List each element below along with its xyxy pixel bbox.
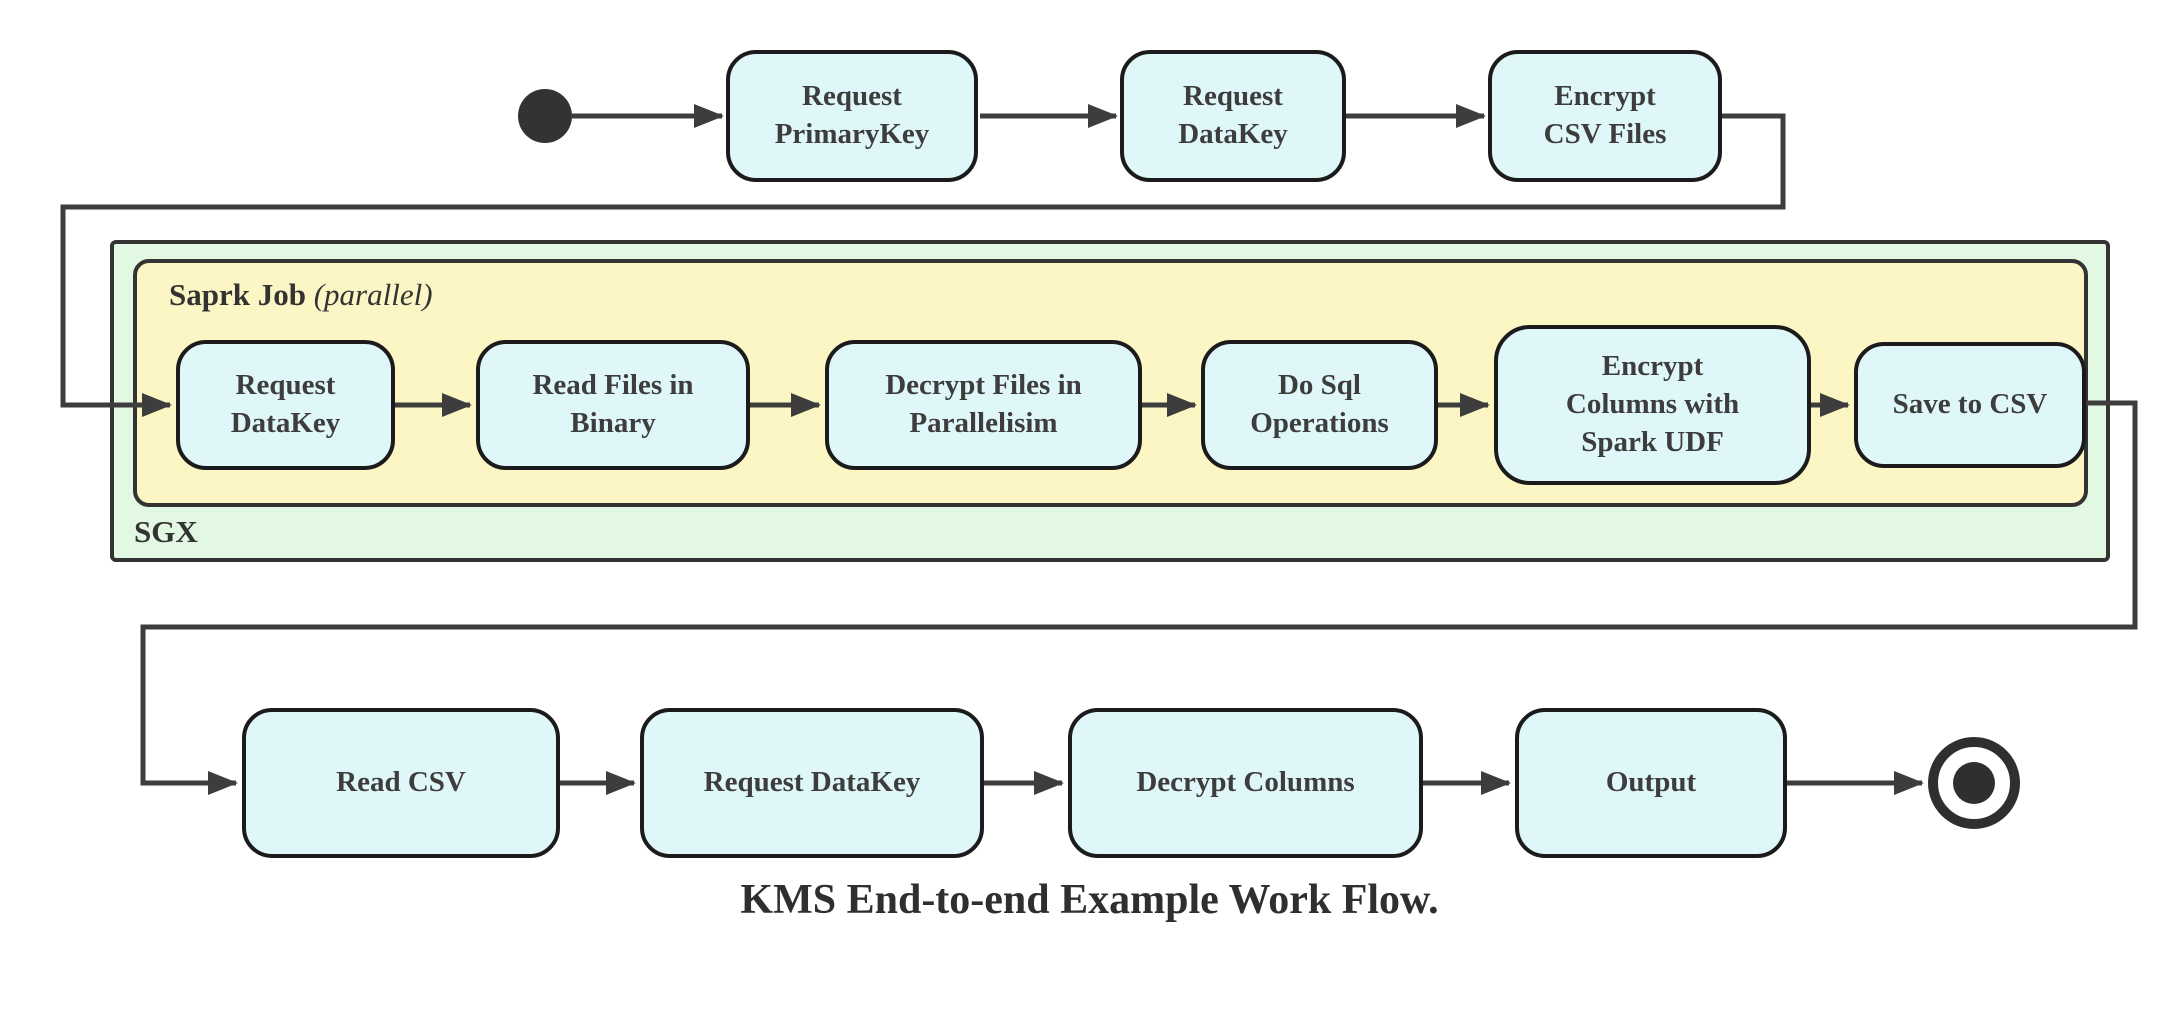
edge-encrypt-csv-to-spark-request-datakey	[60, 113, 1786, 417]
sgx-label: SGX	[134, 514, 198, 549]
node-request-primarykey: Request PrimaryKey	[726, 50, 978, 182]
edge-save-csv-to-read-csv	[140, 400, 2138, 795]
node-save-to-csv: Save to CSV	[1854, 342, 2086, 468]
spark-job-label-qualifier: (parallel)	[313, 277, 433, 312]
node-request-datakey-top: Request DataKey	[1120, 50, 1346, 182]
end-node-inner-dot	[1953, 762, 1995, 804]
node-encrypt-columns-with-spark-udf: Encrypt Columns with Spark UDF	[1494, 325, 1811, 485]
node-decrypt-columns: Decrypt Columns	[1068, 708, 1423, 858]
spark-job-label: Saprk Job (parallel)	[169, 277, 433, 313]
end-node-icon	[1928, 737, 2020, 829]
node-output: Output	[1515, 708, 1787, 858]
diagram-caption: KMS End-to-end Example Work Flow.	[740, 877, 1439, 923]
node-encrypt-csv-files: Encrypt CSV Files	[1488, 50, 1722, 182]
node-do-sql-operations: Do Sql Operations	[1201, 340, 1438, 470]
start-node-icon	[518, 89, 572, 143]
node-decrypt-files-in-parallelisim: Decrypt Files in Parallelisim	[825, 340, 1142, 470]
node-request-datakey-bottom: Request DataKey	[640, 708, 984, 858]
node-read-csv: Read CSV	[242, 708, 560, 858]
spark-job-label-title: Saprk Job	[169, 277, 306, 312]
node-read-files-in-binary: Read Files in Binary	[476, 340, 750, 470]
node-spark-request-datakey: Request DataKey	[176, 340, 395, 470]
